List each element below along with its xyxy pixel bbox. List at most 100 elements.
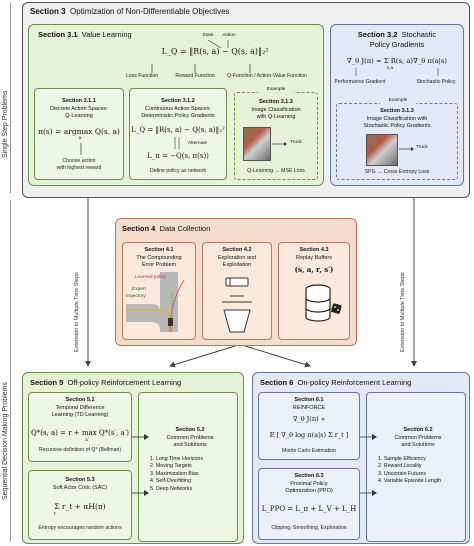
alternate-arrows <box>174 137 180 149</box>
section-4-1-title-a: The Compounding <box>136 255 182 261</box>
truck-arrow-q <box>272 142 287 146</box>
section-5-1-num: Section 5.1 <box>65 397 95 403</box>
section-4-3-num: Section 4.3 <box>299 247 329 253</box>
section-3-2-example-title-a: Image Classification with <box>366 116 428 122</box>
off-policy-problems-list: 1. Long Time Horizons 2. Moving Targets … <box>150 456 236 493</box>
example-label-q: Example <box>258 87 294 93</box>
section-5-2-title-a: Common Problems <box>166 435 214 441</box>
truck-image-q <box>243 127 271 161</box>
section-3-1-2-box <box>129 88 227 180</box>
section-3-1-1-num: Section 3.1.1 <box>62 98 96 104</box>
bellman-subscript: a′ <box>85 438 89 443</box>
compounding-error-road-icon <box>126 272 185 333</box>
section-4-1-title-b: Error Problem <box>141 262 177 268</box>
section-6-3-num: Section 6.3 <box>294 473 324 479</box>
section-4-1-num: Section 4.1 <box>144 247 174 253</box>
label-stochastic-policy: Stochastic Policy <box>416 79 456 85</box>
reinforce-caption: Monte Carlo Estimation <box>282 448 336 454</box>
section-6-3-box <box>258 468 360 540</box>
section-3-1-1-box <box>34 88 124 180</box>
section-3-2-example-num: Section 3.1.3 <box>380 108 414 114</box>
learned-policy-label: Learned policy <box>135 275 167 280</box>
section-3-2-example-title-b: Stochastic Policy Gradients <box>363 123 431 129</box>
dpg-equation-2: L_π = −Q(s, π(s)) <box>147 152 209 160</box>
section-3-header: Section 3 Optimization of Non-Differenti… <box>30 7 230 16</box>
section-5-3-title: Soft Actor Critic (SAC) <box>52 485 108 491</box>
section-3-1-2-title-b: Deterministic Policy Gradients <box>141 113 215 119</box>
section-5-1-title-b: Learning (TD Learning) <box>51 412 109 418</box>
truck-arrow-spg <box>399 147 414 151</box>
argmax-equation: π(s) = argmax Q(s, a) <box>38 127 120 136</box>
section-3-1-header: Section 3.1 Value Learning <box>38 30 132 39</box>
section-6-2-num: Section 6.2 <box>403 427 433 433</box>
bellman-caption: Recursive definition of Q* (Bellman) <box>38 447 122 453</box>
on-policy-problems-list: 1. Sample Efficiency 2. Reward Locality … <box>378 456 464 486</box>
list-item: 3. Uncertain Futures <box>378 470 426 477</box>
truck-label-q: Truck <box>290 140 302 145</box>
argmax-caption-b: with highest reward <box>56 165 102 171</box>
q-mse-caption: Q-Learning → MSE Loss <box>247 168 305 174</box>
section-5-2-box <box>138 392 238 542</box>
ppo-caption: Clipping, Smoothing, Exploration <box>271 525 347 531</box>
section-6-2-title-b: and Solutions <box>401 442 435 448</box>
section-6-1-num: Section 6.1 <box>294 397 324 403</box>
list-item: 2. Moving Targets <box>150 463 192 470</box>
section-3-1-2-num: Section 3.1.2 <box>161 98 195 104</box>
argmax-subscript: a <box>78 136 82 141</box>
expert-trajectory-label-b: trajectory <box>126 294 146 299</box>
section-6-1-title: REINFORCE <box>292 405 326 411</box>
section-3-1-3-title-b: with Q-Learning <box>256 114 296 120</box>
section-3-2-title-b: Policy Gradients <box>369 40 425 49</box>
spg-equation: ∇_θ J(π) = Σ R(s, a)∇_θ π(a|s) <box>346 57 448 65</box>
list-item: 1. Sample Efficiency <box>378 456 426 462</box>
section-4-header: Section 4 Data Collection <box>122 224 211 233</box>
sac-caption: Entropy encourages random actions <box>38 525 122 531</box>
argmax-caption-a: Choose action <box>62 158 96 164</box>
example-label-spg: Example <box>380 98 416 104</box>
label-q-function: Q-Function / Action-Value Function <box>226 73 308 79</box>
value-loss-arrows <box>151 40 251 73</box>
section-5-3-box <box>28 470 132 540</box>
section-3-1-3-title-a: Image Classification <box>251 107 301 113</box>
sac-equation: Σ r_t + αH(π) <box>54 502 106 511</box>
argmax-arrow <box>80 143 82 155</box>
extension-right-label: Extension to Multiple Time Steps <box>400 272 406 352</box>
bellman-equation: Q*(s, a) = r + max Q*(s′, a′) <box>31 429 129 437</box>
ppo-equation: L_PPO = L_π + L_V + L_H <box>261 505 357 513</box>
section-3-1-2-title-a: Continuous Action Spaces: <box>145 106 211 112</box>
flashlight-icon <box>222 277 252 333</box>
section-5-2-title-b: and Solutions <box>173 442 207 448</box>
dpg-equation-1: L_Q = ‖R(s, a) − Q(s, a)‖₂² <box>131 126 225 134</box>
list-item: 5. Deep Networks <box>150 485 193 492</box>
label-performance-gradient: Performance Gradient <box>334 79 386 85</box>
list-item: 2. Reward Locality <box>378 463 422 470</box>
alternate-label: Alternate <box>188 141 208 146</box>
s53-to-s52-arrow <box>132 490 149 496</box>
section-6-3-title-b: Optimization (PPO) <box>285 488 333 494</box>
section-5-1-title-a: Temporal Difference <box>55 405 105 411</box>
truck-label-spg: Truck <box>416 145 428 150</box>
section-4-2-title-b: Exploitation <box>222 262 252 268</box>
section-6-2-title-a: Common Problems <box>394 435 442 441</box>
section-5-header: Section 5 Off-policy Reinforcement Learn… <box>30 378 182 387</box>
section-3-1-1-title-a: Discrete Action Spaces: <box>49 106 109 112</box>
label-action: Action <box>222 33 236 38</box>
sac-subscript: t <box>54 512 56 517</box>
section-4-2-title-a: Exploration and <box>217 255 257 261</box>
truck-image-spg <box>366 134 398 166</box>
database-dice-icon <box>305 284 342 322</box>
section-4-2-num: Section 4.2 <box>222 247 252 253</box>
spg-subscript: s,a <box>386 66 394 71</box>
reinforce-equation-2: 𝔼 [ ∇_θ log π(a|s) Σ r_t ] <box>269 431 349 439</box>
section-5-3-num: Section 5.3 <box>65 477 95 483</box>
section-6-2-box <box>366 392 466 542</box>
section-6-1-box <box>258 392 360 460</box>
reinforce-equation-1: ∇_θ J(π) ∝ <box>292 415 326 423</box>
s51-to-s52-arrow <box>132 434 149 440</box>
list-item: 1. Long Time Horizons <box>150 456 203 462</box>
label-reward-function: Reward Function <box>175 73 215 79</box>
section-3-1-3-num: Section 3.1.3 <box>259 99 293 105</box>
section-4-3-title: Replay Buffers <box>296 255 332 261</box>
list-item: 4. Self-Overfitting <box>150 478 191 485</box>
